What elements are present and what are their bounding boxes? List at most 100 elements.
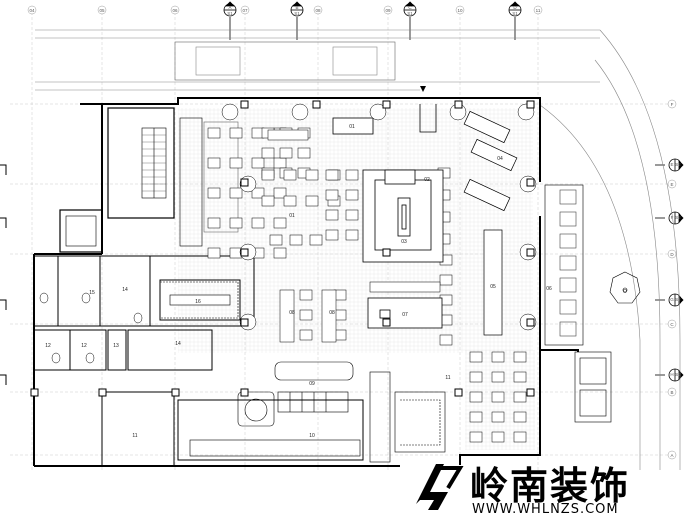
- grid-row-label: B: [670, 390, 673, 395]
- elevation-marker-sheet: S2: [675, 215, 681, 220]
- table: [229, 157, 243, 169]
- round-table: [291, 103, 309, 121]
- column: [382, 318, 391, 327]
- section-marker-sheet: S1: [512, 11, 518, 16]
- table: [305, 169, 319, 181]
- table: [299, 289, 313, 301]
- column: [454, 388, 463, 397]
- diagonal-tables: [463, 110, 518, 212]
- table: [251, 187, 265, 199]
- grid-row-label: C: [670, 322, 674, 327]
- table: [299, 309, 313, 321]
- exterior-curve: [539, 29, 681, 470]
- elevation-marker: [655, 293, 684, 307]
- room-label-07: 07: [402, 312, 408, 318]
- second-bar: [367, 297, 443, 329]
- table: [345, 189, 359, 201]
- room-label-13: 13: [113, 343, 119, 349]
- room-label-16: 16: [195, 299, 201, 305]
- grid-col-label: 08: [315, 8, 321, 13]
- table: [469, 391, 483, 403]
- table: [273, 217, 287, 229]
- section-marker: [223, 1, 237, 40]
- kitchen: [189, 361, 446, 463]
- brand-logo-icon: [416, 464, 464, 510]
- table: [273, 247, 287, 259]
- table: [345, 229, 359, 241]
- elevation-marker-sheet: S2: [675, 297, 681, 302]
- grid-row-label: A: [670, 453, 673, 458]
- room-label-12b: 12: [81, 343, 87, 349]
- room-label-03: 03: [401, 239, 407, 245]
- elevation-marker-num: E: [670, 162, 673, 167]
- table: [469, 411, 483, 423]
- table: [251, 217, 265, 229]
- grid-col-label: 06: [172, 8, 178, 13]
- table: [491, 411, 505, 423]
- watermark-url: WWW.WHLNZS.COM: [472, 502, 619, 517]
- reception-desk: [332, 104, 437, 135]
- table: [513, 411, 527, 423]
- section-marker-sheet: S1: [294, 11, 300, 16]
- round-table: [369, 103, 387, 121]
- toilet-fixtures: [39, 292, 143, 364]
- column: [382, 248, 391, 257]
- table: [279, 147, 293, 159]
- column: [526, 318, 535, 327]
- elevation-markers: [655, 158, 684, 382]
- table: [251, 157, 265, 169]
- column: [171, 388, 180, 397]
- room-label-06: 06: [546, 286, 552, 292]
- room-label-11b: 11: [445, 375, 450, 381]
- stair-core: [59, 107, 175, 253]
- table: [279, 289, 295, 343]
- structural-columns: [30, 100, 535, 397]
- table: [267, 129, 309, 141]
- left-edge-marks: [0, 164, 7, 385]
- table: [261, 169, 275, 181]
- grid-labels: 04 05 06 07 08 09 10 11 F E D C B A: [29, 8, 674, 458]
- section-markers: [223, 1, 522, 40]
- grid-row-label: F: [671, 102, 674, 107]
- room-label-outdoor: O: [623, 289, 627, 295]
- round-table: [221, 103, 239, 121]
- table: [261, 195, 275, 207]
- table: [261, 147, 275, 159]
- table: [269, 234, 283, 246]
- room-label-05: 05: [490, 284, 496, 290]
- room-label-01b: 01: [289, 213, 295, 219]
- table: [491, 351, 505, 363]
- column: [312, 100, 321, 109]
- table: [513, 431, 527, 443]
- table: [283, 195, 297, 207]
- table: [289, 234, 303, 246]
- column: [240, 248, 249, 257]
- grid-row-label: D: [670, 252, 674, 257]
- table: [491, 431, 505, 443]
- long-table: [483, 229, 503, 336]
- section-marker-num: B: [295, 5, 298, 10]
- column: [526, 178, 535, 187]
- grid-col-label: 10: [457, 8, 463, 13]
- table: [321, 289, 337, 343]
- grid-bubbles: [27, 5, 677, 460]
- section-marker-num: C: [408, 5, 412, 10]
- table: [345, 169, 359, 181]
- table: [273, 187, 287, 199]
- column: [382, 100, 391, 109]
- table: [469, 431, 483, 443]
- table: [299, 329, 313, 341]
- grid-row-label: E: [670, 182, 673, 187]
- table: [283, 169, 297, 181]
- table: [207, 127, 221, 139]
- section-marker-sheet: S1: [227, 11, 233, 16]
- section-marker-sheet: S1: [407, 11, 413, 16]
- section-marker-num: D: [513, 5, 517, 10]
- column: [240, 178, 249, 187]
- room-label-14a: 14: [122, 287, 128, 293]
- table: [207, 217, 221, 229]
- room-label-09: 09: [309, 381, 315, 387]
- table: [297, 147, 311, 159]
- room-label-08b: 08: [329, 310, 335, 316]
